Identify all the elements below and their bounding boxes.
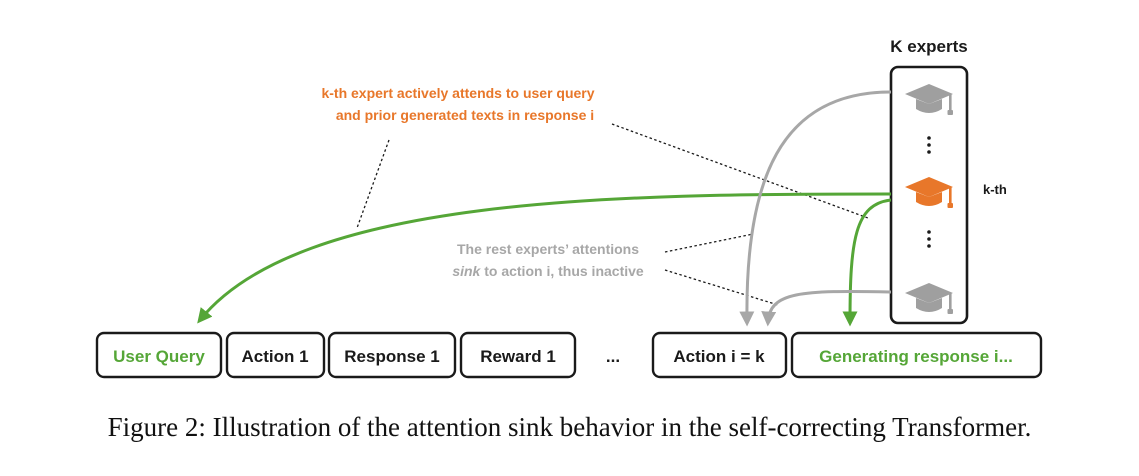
token-reward-1: Reward 1	[459, 331, 577, 379]
token-action-i-label: Action i = k	[673, 347, 765, 366]
arrow-kth-to-user-query	[197, 192, 892, 324]
expert-bottom-graduation-cap-icon	[905, 283, 953, 314]
rest-annotation-italic: sink	[452, 263, 481, 279]
experts-title: K experts	[890, 37, 967, 56]
attention-sink-diagram: K experts k-th k-th expert actively atte…	[95, 37, 1043, 379]
token-action-1: Action 1	[225, 331, 326, 379]
token-action-1-label: Action 1	[241, 347, 308, 366]
dots-upper	[927, 136, 931, 154]
kth-annotation-line1: k-th expert actively attends to user que…	[321, 85, 594, 101]
token-generating-response-label: Generating response i...	[819, 347, 1013, 366]
token-action-i: Action i = k	[651, 331, 788, 379]
kth-annotation-line2: and prior generated texts in response i	[336, 107, 594, 123]
kth-label: k-th	[983, 182, 1007, 197]
token-user-query: User Query	[95, 331, 223, 379]
token-reward-1-label: Reward 1	[480, 347, 556, 366]
token-generating-response: Generating response i...	[790, 331, 1043, 379]
arrow-bottom-expert-to-action-i	[761, 289, 892, 327]
rest-annotation-line2: sink to action i, thus inactive	[452, 263, 644, 279]
figure-caption: Figure 2: Illustration of the attention …	[107, 412, 1032, 442]
expert-kth-graduation-cap-icon	[905, 177, 953, 208]
expert-top-graduation-cap-icon	[905, 84, 953, 115]
dots-lower	[927, 230, 931, 248]
dotted-leaders	[356, 123, 869, 306]
rest-annotation-rest: to action i, thus inactive	[480, 263, 644, 279]
token-response-1-label: Response 1	[344, 347, 439, 366]
arrow-kth-to-generating	[842, 198, 892, 327]
sequence-ellipsis: ...	[606, 347, 620, 366]
token-response-1: Response 1	[327, 331, 457, 379]
arrow-top-expert-to-action-i	[739, 90, 892, 327]
token-user-query-label: User Query	[113, 347, 205, 366]
rest-annotation-line1: The rest experts’ attentions	[457, 241, 639, 257]
